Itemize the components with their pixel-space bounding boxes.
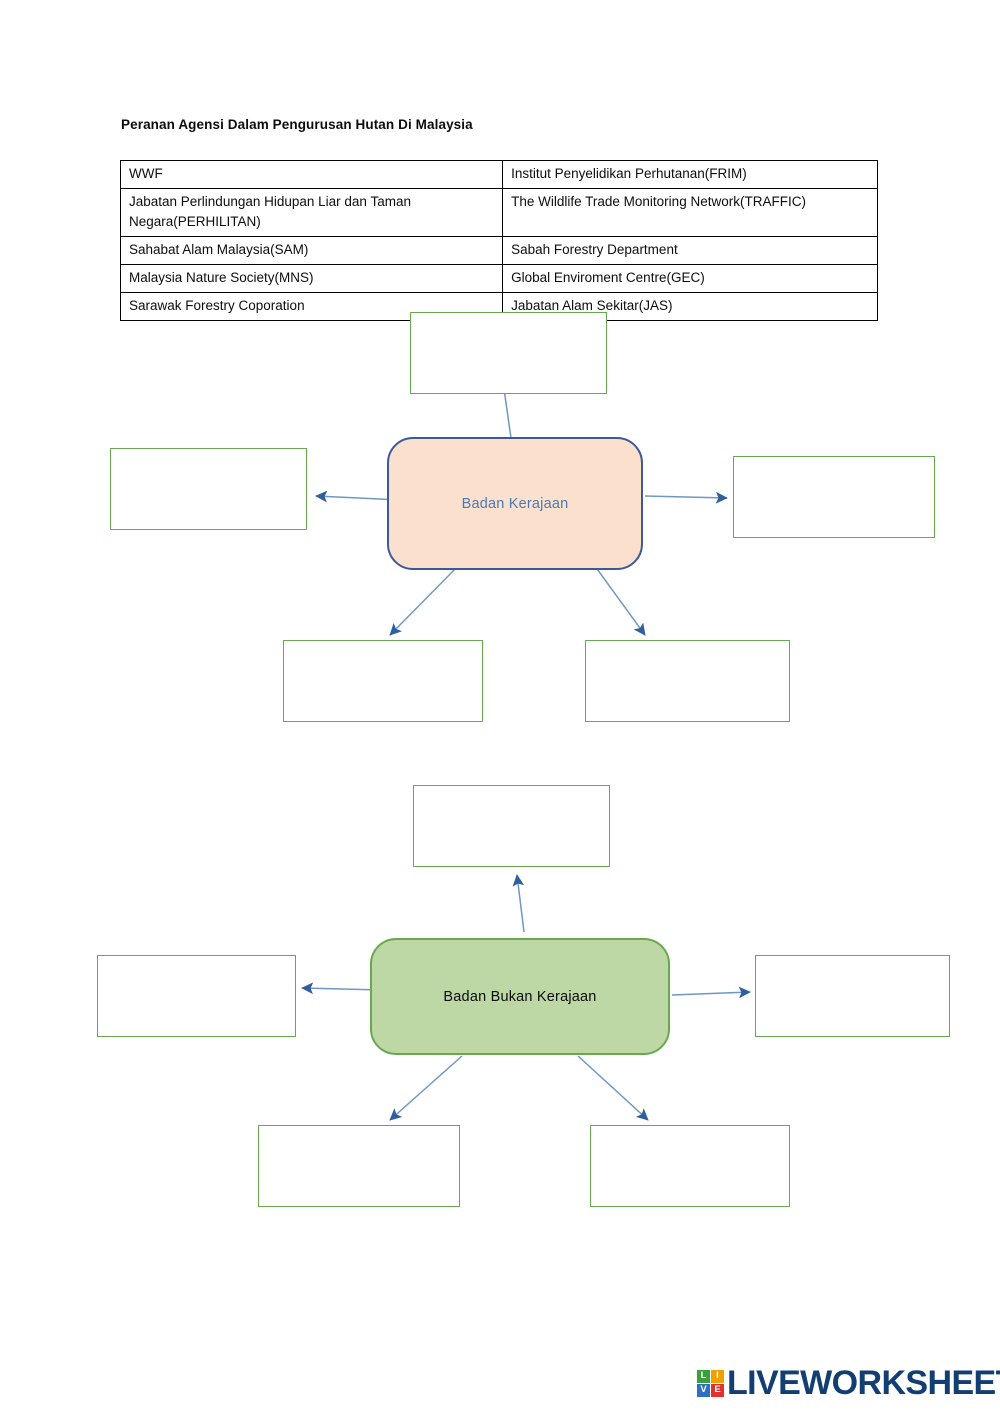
answer-box-ngo-bottom-left[interactable] (258, 1125, 460, 1207)
table-row: WWF Institut Penyelidikan Perhutanan(FRI… (119, 160, 878, 189)
word-bank-cell: Jabatan Perlindungan Hidupan Liar dan Ta… (119, 187, 504, 237)
answer-box-ngo-right[interactable] (755, 955, 950, 1037)
answer-box-gov-top[interactable] (410, 312, 607, 394)
center-node-label: Badan Kerajaan (461, 495, 569, 512)
arrow-bottom-right (577, 1055, 649, 1121)
arrow-bottom-left (389, 1055, 463, 1121)
word-bank-cell: Institut Penyelidikan Perhutanan(FRIM) (502, 160, 878, 189)
table-row: Sarawak Forestry Coporation Jabatan Alam… (119, 291, 878, 321)
logo-tile-i-icon: I (711, 1369, 724, 1383)
logo-tile-l-icon: L (697, 1369, 710, 1383)
center-node-badan-bukan-kerajaan: Badan Bukan Kerajaan (370, 938, 670, 1055)
center-node-label: Badan Bukan Kerajaan (443, 988, 597, 1005)
answer-box-ngo-top[interactable] (413, 785, 610, 867)
word-bank-cell: Sabah Forestry Department (502, 235, 878, 265)
center-node-badan-kerajaan: Badan Kerajaan (387, 437, 643, 570)
word-bank-cell: The Wildlife Trade Monitoring Network(TR… (502, 187, 878, 237)
answer-box-ngo-left[interactable] (97, 955, 296, 1037)
arrow-bottom-right (591, 561, 646, 636)
diagram-badan-bukan-kerajaan: Badan Bukan Kerajaan (0, 775, 1000, 1215)
answer-box-gov-bottom-right[interactable] (585, 640, 790, 722)
logo-tile-e-icon: E (711, 1383, 724, 1397)
answer-box-gov-left[interactable] (110, 448, 307, 530)
liveworksheets-logo: L I V E LIVEWORKSHEETS (697, 1366, 1000, 1400)
page-title: Peranan Agensi Dalam Pengurusan Hutan Di… (121, 117, 473, 132)
word-bank-cell: Jabatan Alam Sekitar(JAS) (502, 291, 878, 321)
logo-tile-v-icon: V (697, 1383, 710, 1397)
word-bank-cell: Malaysia Nature Society(MNS) (119, 263, 504, 293)
arrow-up (512, 874, 525, 933)
answer-box-gov-right[interactable] (733, 456, 935, 538)
arrow-right (671, 986, 751, 999)
word-bank-cell: WWF (119, 160, 504, 189)
table-row: Malaysia Nature Society(MNS) Global Envi… (119, 263, 878, 293)
answer-box-ngo-bottom-right[interactable] (590, 1125, 790, 1207)
table-row: Sahabat Alam Malaysia(SAM) Sabah Forestr… (119, 235, 878, 265)
diagram-badan-kerajaan: Badan Kerajaan (0, 300, 1000, 740)
liveworksheets-logo-tiles: L I V E (697, 1369, 724, 1397)
word-bank-body: WWF Institut Penyelidikan Perhutanan(FRI… (119, 160, 878, 321)
arrow-right (644, 491, 728, 504)
word-bank-table: WWF Institut Penyelidikan Perhutanan(FRI… (119, 160, 878, 321)
table-row: Jabatan Perlindungan Hidupan Liar dan Ta… (119, 187, 878, 237)
word-bank-cell: Global Enviroment Centre(GEC) (502, 263, 878, 293)
word-bank-cell: Sahabat Alam Malaysia(SAM) (119, 235, 504, 265)
liveworksheets-wordmark: LIVEWORKSHEETS (727, 1364, 1000, 1402)
arrow-bottom-left (389, 561, 463, 636)
answer-box-gov-bottom-left[interactable] (283, 640, 483, 722)
